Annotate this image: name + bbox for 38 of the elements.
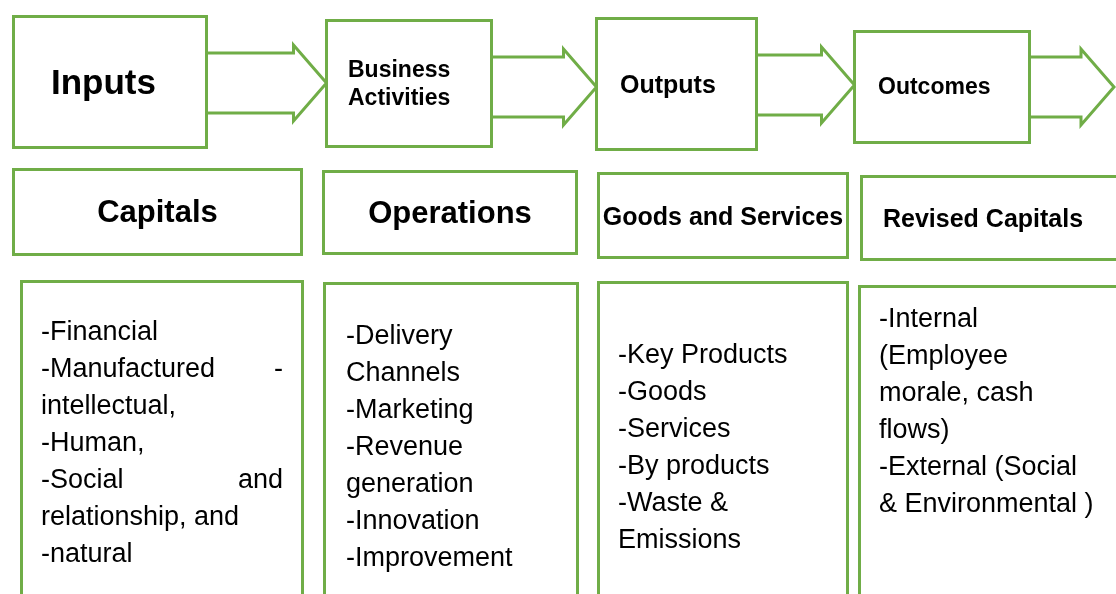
node-label: Outcomes [878, 73, 992, 101]
list-item: -Waste & Emissions [618, 486, 743, 556]
list-item: -Human, [41, 426, 146, 459]
list-item: -Delivery Channels [346, 319, 462, 389]
node-label: Revised Capitals [883, 203, 1085, 233]
process-box [860, 175, 1116, 261]
process-box [12, 15, 208, 149]
list-box [597, 281, 849, 594]
process-box [853, 30, 1031, 144]
list-item: -Manufactured - intellectual, [41, 352, 283, 422]
list-item: -natural [41, 537, 134, 570]
list-box [323, 282, 579, 594]
node-label: Inputs [51, 61, 157, 103]
list-item: -Improvement [346, 541, 514, 574]
block-arrow [1028, 45, 1116, 129]
list-item: -Key Products [618, 338, 789, 371]
process-box [597, 172, 849, 259]
list-item: -Marketing [346, 393, 475, 426]
list-item: -Financial [41, 315, 160, 348]
node-label: Capitals [96, 193, 219, 231]
list-item: -Innovation [346, 504, 481, 537]
list-item: -Goods [618, 375, 708, 408]
node-label: Goods and Services [601, 200, 845, 231]
process-box [325, 19, 493, 148]
list-item: -Revenue generation [346, 430, 475, 500]
list-item: -Services [618, 412, 732, 445]
list-box [20, 280, 304, 594]
process-box [322, 170, 578, 255]
process-box [595, 17, 758, 151]
list-box [858, 285, 1116, 594]
node-label: Operations [367, 193, 533, 232]
node-label: Business Activities [348, 55, 452, 112]
process-box [12, 168, 303, 256]
list-item: -External (Social & Environmental ) [879, 450, 1095, 520]
list-item: -By products [618, 449, 771, 482]
list-item: -Internal (Employee morale, cash flows) [879, 302, 1035, 446]
list-item: -Social and relationship, and [41, 463, 283, 533]
node-label: Outputs [620, 69, 717, 99]
